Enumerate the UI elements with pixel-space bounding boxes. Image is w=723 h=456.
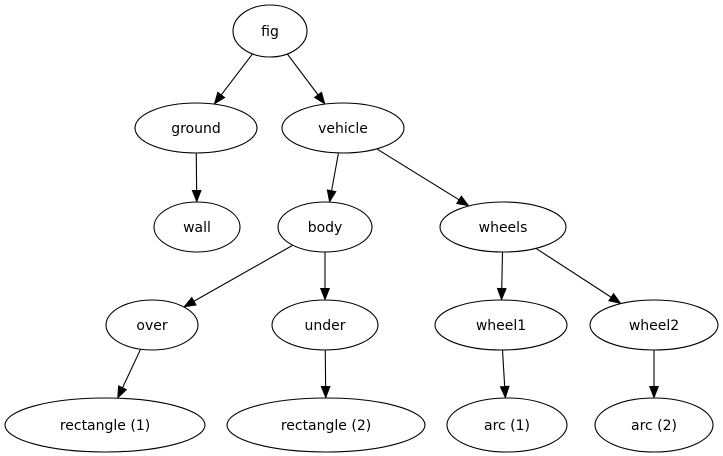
edge-line [287, 54, 319, 96]
edge-fig-to-vehicle [287, 54, 326, 105]
node-ellipse-under[interactable] [271, 299, 379, 351]
edge-wheels-to-wheel1 [496, 252, 507, 301]
node-ellipse-vehicle[interactable] [281, 102, 405, 154]
arrowhead-icon [183, 296, 197, 308]
arrowhead-icon [326, 189, 337, 203]
node-wheel1[interactable]: wheel1 [434, 299, 568, 351]
node-rectangle1[interactable]: rectangle (1) [4, 397, 206, 453]
edge-ground-to-wall [191, 153, 202, 203]
nodes-layer: fig ground vehicle wall body wheels over under w… [4, 4, 719, 453]
node-label-ground: ground [171, 121, 221, 137]
node-ground[interactable]: ground [134, 102, 258, 154]
node-arc1[interactable]: arc (1) [446, 397, 568, 453]
arrowhead-icon [648, 386, 660, 399]
edge-line [501, 252, 504, 289]
edge-vehicle-to-body [326, 153, 339, 203]
node-ellipse-fig[interactable] [232, 4, 308, 58]
arrowhead-icon [455, 195, 470, 207]
node-label-wall: wall [183, 220, 211, 236]
node-label-body: body [308, 220, 343, 236]
node-label-fig: fig [261, 24, 279, 40]
node-fig[interactable]: fig [232, 4, 308, 58]
arrowhead-icon [191, 189, 202, 203]
node-ellipse-wheel1[interactable] [434, 299, 568, 351]
node-over[interactable]: over [105, 299, 199, 351]
node-ellipse-rectangle2[interactable] [226, 397, 426, 453]
edges-layer [117, 53, 660, 399]
node-ellipse-arc1[interactable] [446, 397, 568, 453]
node-ellipse-arc2[interactable] [594, 397, 714, 453]
edge-line [376, 148, 460, 201]
arrowhead-icon [496, 287, 507, 301]
edge-fig-to-ground [213, 53, 253, 105]
node-label-vehicle: vehicle [318, 121, 368, 137]
node-label-under: under [304, 318, 345, 334]
arrowhead-icon [117, 385, 128, 399]
node-wall[interactable]: wall [153, 201, 241, 253]
node-label-wheels: wheels [479, 220, 528, 236]
edge-body-to-over [183, 245, 293, 308]
arrowhead-icon [213, 91, 226, 105]
node-body[interactable]: body [277, 201, 373, 253]
edge-wheel2-to-arc2 [648, 350, 660, 399]
edge-over-to-rectangle1 [117, 349, 141, 399]
node-label-rectangle2: rectangle (2) [281, 418, 371, 434]
node-vehicle[interactable]: vehicle [281, 102, 405, 154]
node-label-over: over [136, 318, 167, 334]
node-label-wheel2: wheel2 [629, 318, 679, 334]
node-arc2[interactable]: arc (2) [594, 397, 714, 453]
arrowhead-icon [499, 385, 510, 399]
edge-line [220, 53, 253, 96]
node-label-rectangle1: rectangle (1) [60, 418, 150, 434]
edge-vehicle-to-wheels [376, 148, 470, 207]
node-label-arc1: arc (1) [484, 418, 530, 434]
arrowhead-icon [320, 385, 331, 399]
edge-line [122, 349, 141, 389]
arrowhead-icon [608, 292, 622, 304]
node-ellipse-body[interactable] [277, 201, 373, 253]
node-ellipse-rectangle1[interactable] [4, 397, 206, 453]
node-ellipse-wheels[interactable] [439, 201, 567, 253]
node-wheels[interactable]: wheels [439, 201, 567, 253]
arrowhead-icon [319, 288, 331, 301]
node-under[interactable]: under [271, 299, 379, 351]
node-label-wheel1: wheel1 [476, 318, 526, 334]
node-label-arc2: arc (2) [631, 418, 677, 434]
edge-body-to-under [319, 252, 331, 301]
node-ellipse-wall[interactable] [153, 201, 241, 253]
node-ellipse-ground[interactable] [134, 102, 258, 154]
node-ellipse-over[interactable] [105, 299, 199, 351]
edge-line [193, 245, 293, 302]
edge-line [536, 248, 612, 298]
node-rectangle2[interactable]: rectangle (2) [226, 397, 426, 453]
edge-wheel1-to-arc1 [499, 350, 510, 399]
edge-under-to-rectangle2 [320, 350, 331, 399]
node-ellipse-wheel2[interactable] [589, 299, 719, 351]
node-wheel2[interactable]: wheel2 [589, 299, 719, 351]
edge-wheels-to-wheel2 [536, 248, 622, 304]
edge-line [331, 153, 339, 191]
arrowhead-icon [313, 91, 326, 105]
edge-line [501, 350, 506, 387]
